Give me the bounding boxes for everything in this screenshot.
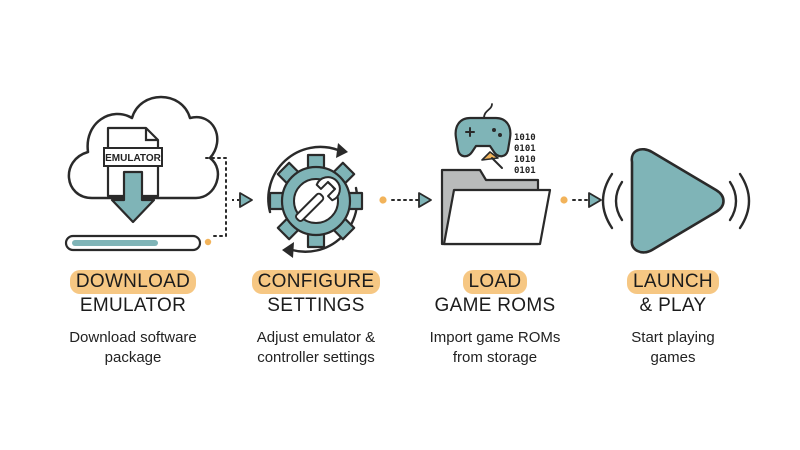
step-title-highlight: CONFIGURE <box>251 270 381 294</box>
gamepad-icon <box>454 103 512 158</box>
step-description: controller settings <box>257 349 375 366</box>
connector-1 <box>204 157 253 246</box>
step-title-highlight: LOAD <box>462 270 528 294</box>
step-description: from storage <box>452 349 538 366</box>
step-description: package <box>104 349 162 366</box>
play-icon <box>601 148 751 254</box>
step-description: Adjust emulator & <box>256 329 376 346</box>
arrow-right-icon <box>418 192 432 208</box>
step-launch: LAUNCH & PLAY Start playing games <box>578 270 768 368</box>
binary-line: 1010 <box>514 133 536 143</box>
document-icon: EMULATOR <box>103 126 163 198</box>
step-title-highlight: LAUNCH <box>627 270 719 294</box>
step-description: Download software <box>69 329 197 346</box>
gear-wrench-icon <box>267 143 364 258</box>
binary-line: 0101 <box>514 144 536 154</box>
arrow-right-icon <box>588 192 602 208</box>
arrow-right-icon <box>239 192 253 208</box>
connector-3 <box>560 192 602 208</box>
step-load: LOAD GAME ROMS Import game ROMs from sto… <box>400 270 590 368</box>
download-arrow-icon <box>110 170 156 224</box>
connector-2 <box>379 192 432 208</box>
step-description: Start playing <box>631 329 715 346</box>
cursor-icon <box>481 151 499 161</box>
step-title: & PLAY <box>639 295 707 316</box>
cloud-download-icon: EMULATOR <box>64 95 220 252</box>
wrench-icon <box>295 176 341 222</box>
step-title: SETTINGS <box>267 295 365 316</box>
binary-line: 1010 <box>514 155 536 165</box>
step-title: GAME ROMS <box>434 295 556 316</box>
binary-data: 1010 0101 1010 0101 <box>514 133 536 176</box>
step-description: games <box>650 349 696 366</box>
step-download: DOWNLOAD EMULATOR Download software pack… <box>38 270 228 368</box>
step-title-highlight: DOWNLOAD <box>69 270 197 294</box>
step-description: Import game ROMs <box>429 329 561 346</box>
progress-bar <box>64 234 202 252</box>
step-configure: CONFIGURE SETTINGS Adjust emulator & con… <box>221 270 411 368</box>
binary-line: 0101 <box>514 166 536 176</box>
emulator-tag: EMULATOR <box>105 153 162 164</box>
folder-gamepad-icon: 1010 0101 1010 0101 <box>440 103 552 246</box>
step-title: EMULATOR <box>79 295 187 316</box>
